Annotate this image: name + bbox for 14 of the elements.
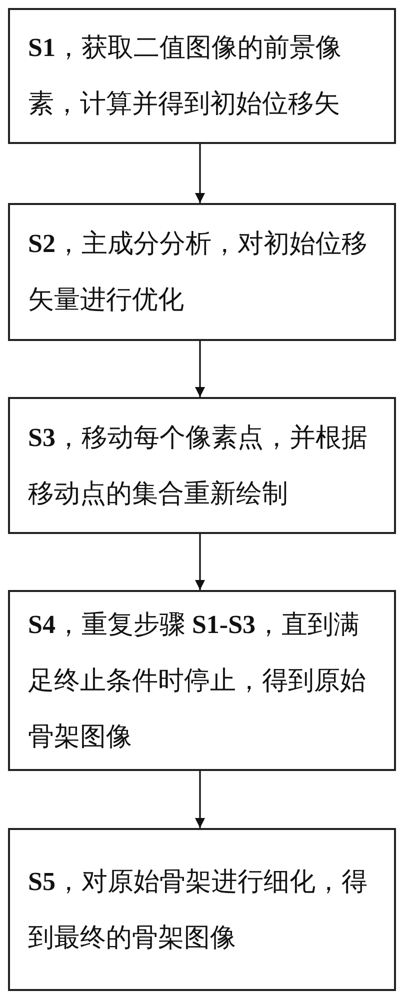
process-box [8,397,396,534]
process-box [8,590,396,771]
process-box [8,203,396,341]
step-text: S1，获取二值图像的前景像素，计算并得到初始位移矢 [27,32,342,120]
arrow [195,534,205,590]
arrow [195,771,205,828]
arrow [195,144,205,203]
process-box [8,8,396,144]
step-text: S2，主成分分析，对初始位移矢量进行优化 [27,228,368,316]
step-text: S5，对原始骨架进行细化，得到最终的骨架图像 [27,866,368,954]
step-text: S3，移动每个像素点，并根据移动点的集合重新绘制 [27,422,368,510]
step-text: S4，重复步骤 S1-S3，直到满足终止条件时停止，得到原始骨架图像 [27,608,367,752]
process-box [8,828,396,991]
arrow [195,341,205,397]
